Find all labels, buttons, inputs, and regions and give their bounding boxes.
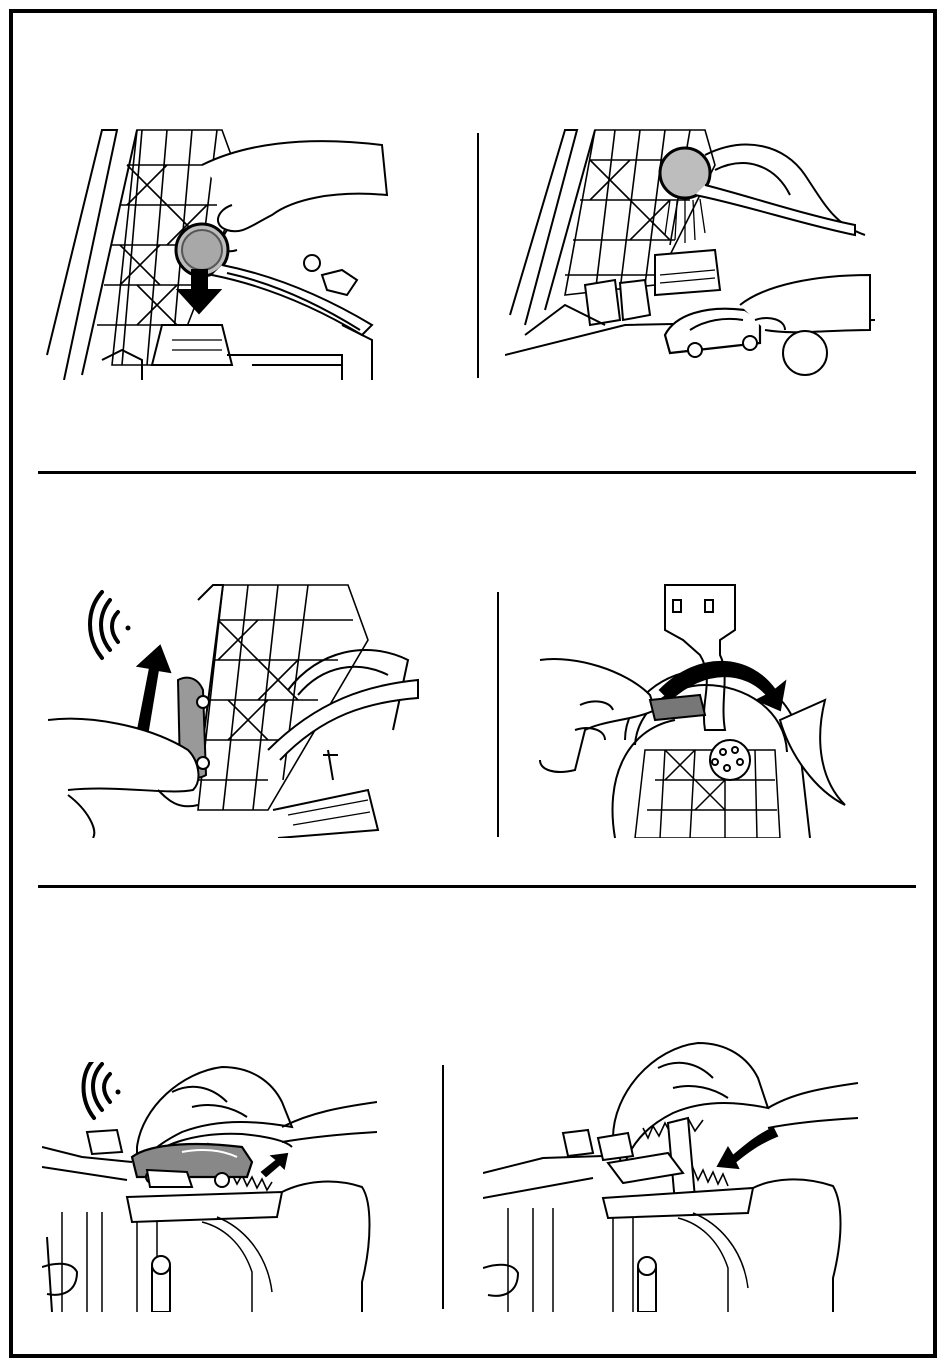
elevator-push-panel [48,580,423,838]
hand-illustration [740,275,870,332]
divider-vertical-3 [442,1065,444,1309]
shark-mouth-car-panel [42,1062,377,1312]
divider-horizontal-1 [38,471,916,474]
ramp-flip-panel [535,580,855,838]
divider-horizontal-2 [38,885,916,888]
car-launch-panel [505,125,875,380]
up-arrow-icon [136,646,170,742]
divider-vertical-1 [477,133,479,378]
down-arrow-icon [178,270,220,313]
coin-press-panel [42,125,390,380]
shark-jaw-return-panel [483,1038,863,1312]
sound-waves-icon [90,592,131,658]
divider-vertical-2 [497,592,499,837]
return-arrow-icon [718,1128,777,1168]
ramp-illustration [695,185,855,235]
hand-illustration [540,659,655,772]
sound-waves-icon [84,1062,121,1118]
small-arrow-icon [262,1154,287,1176]
hand-illustration [202,141,387,231]
lever-illustration [650,695,705,720]
flip-panel-illustration [780,700,845,805]
hand-illustration [48,719,198,792]
lattice-pattern [635,750,780,838]
